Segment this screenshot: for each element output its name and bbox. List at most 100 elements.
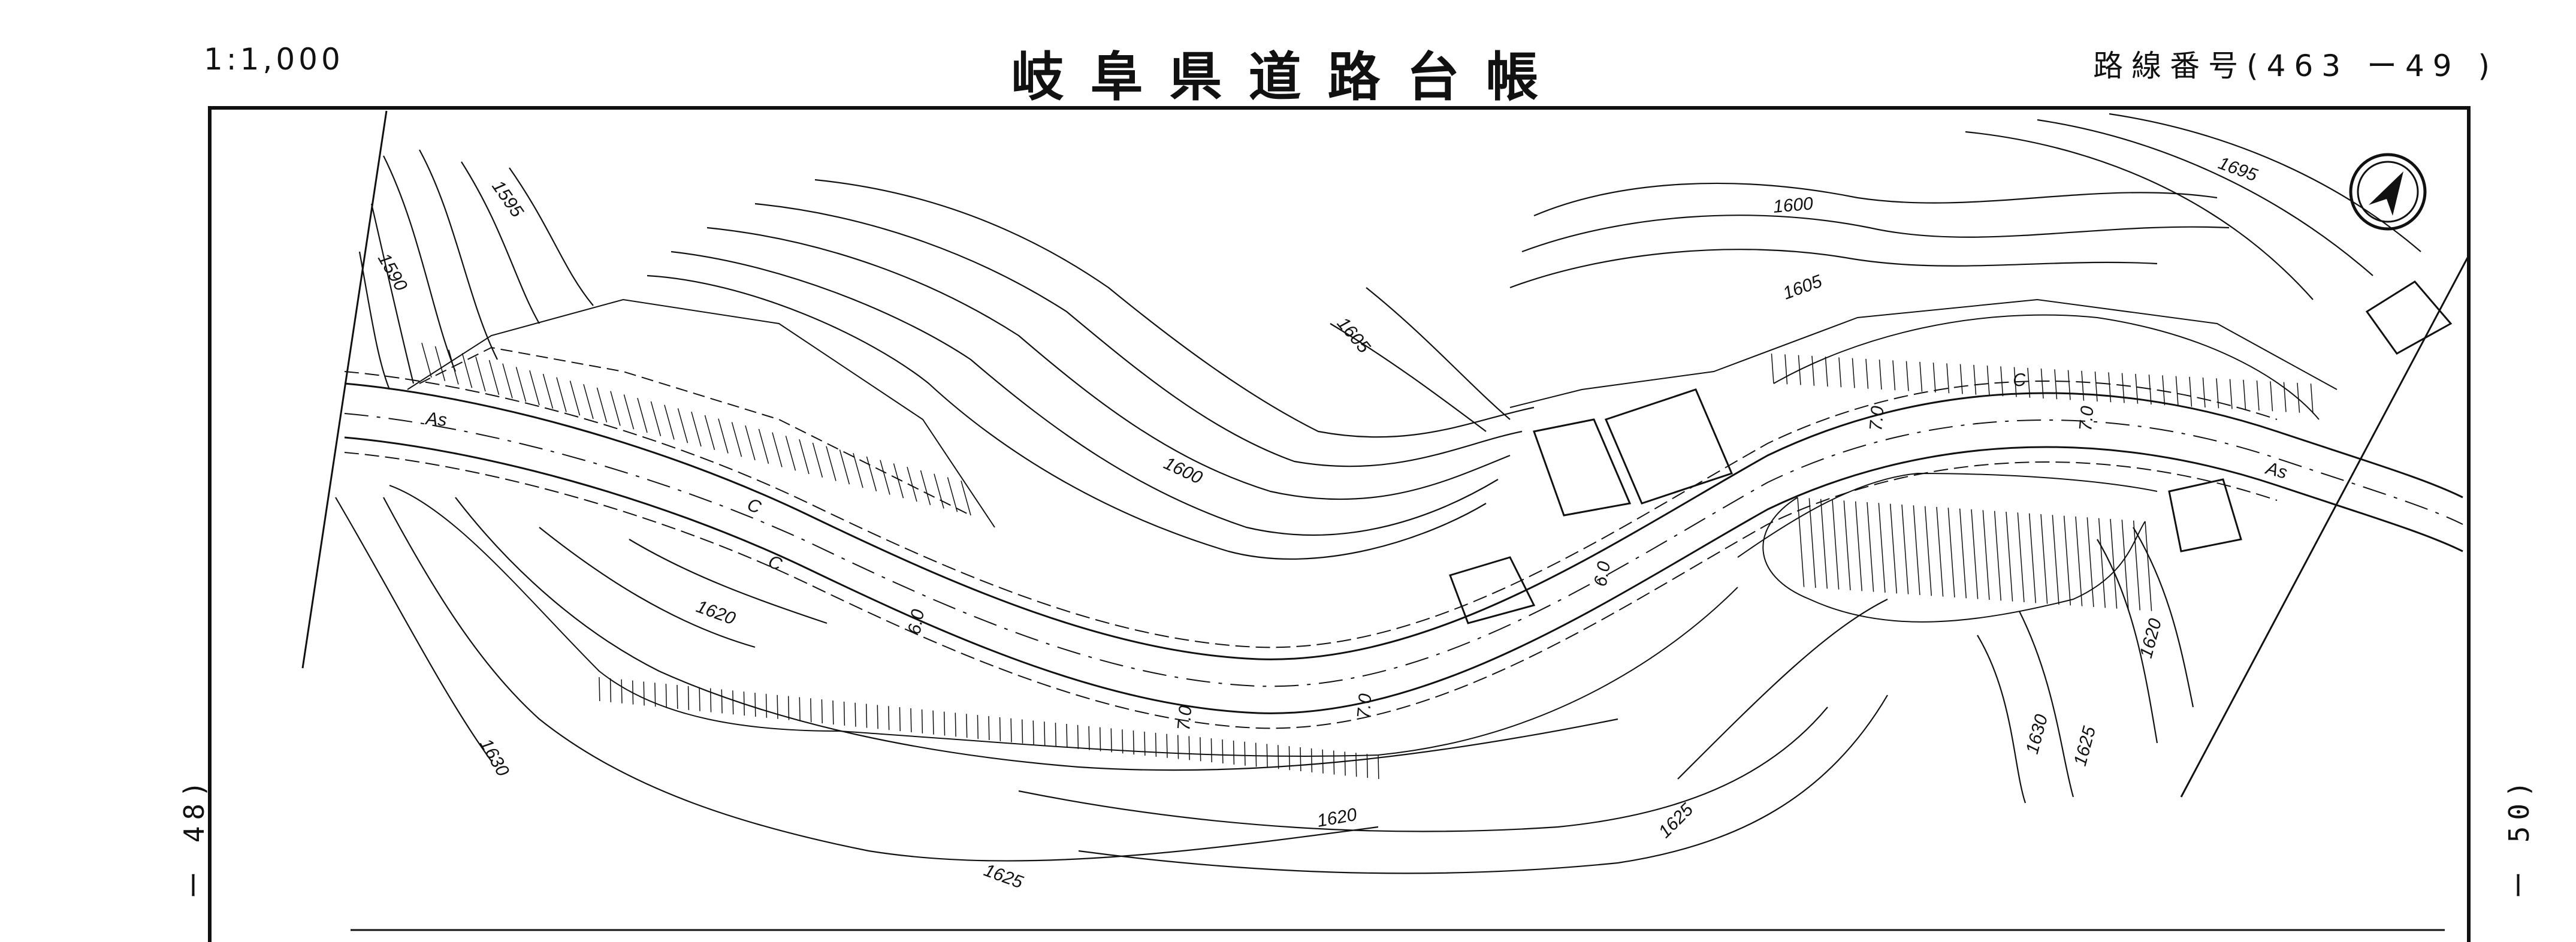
hatch-tick [1771,354,1774,384]
hatch-tick [502,363,513,398]
hatch-tick [2017,512,2025,603]
hatch-tick [2135,373,2139,404]
cut-slope-upper [407,298,2338,528]
hatch-tick [1919,361,1923,392]
hatch-tick [999,717,1001,741]
hatch-tick [2189,376,2193,407]
road-centerline [344,413,2463,687]
hatch-tick [2121,373,2125,403]
road-label: 7.0 [2076,405,2098,432]
hatch-tick [1959,508,1967,599]
contour-label: 1590 [374,250,411,295]
hatch-tick [961,480,971,516]
hatch-tick [488,360,500,395]
hatch-tick [1936,506,1944,597]
hatch-tick [1300,747,1301,772]
hatch-tick [1798,355,1801,385]
road-edges [344,382,2463,714]
contour-label: 1620 [694,597,738,629]
hatch-tick [421,342,432,378]
hatch-tick [745,425,756,461]
hatch-tick [1378,754,1379,780]
hatch-tick [1865,358,1869,389]
hatch-tick [1867,502,1874,592]
contour-label: 1620 [1315,805,1358,831]
map-scale: 1:1,000 [204,42,344,77]
hatch-tick [2243,379,2246,410]
hatch-tick [2297,382,2300,413]
hatch-tick [2028,513,2037,603]
hatch-tick [955,712,956,737]
hatch-tick [1044,721,1046,746]
hatch-tick [2162,375,2166,406]
hatch-tick [650,401,662,436]
contour-label: 1605 [1333,313,1374,357]
hatch-tick [1825,357,1828,387]
hatch-tick [2067,370,2071,400]
hatch-tick [1959,364,1963,394]
hatch-tick [853,452,863,488]
hatch-tick [1982,510,1990,600]
hatch-tick [1784,354,1788,385]
hatch-tick [1832,499,1840,590]
contour-label: 1695 [2216,153,2260,186]
hatch-tick [899,707,901,732]
hatch-tick [1110,728,1112,753]
contour-label: 1625 [1655,799,1698,842]
hatch-tick [1878,503,1886,593]
hatch-tick [1973,364,1977,395]
hatch-tick [718,418,729,454]
hatch-tick [2216,378,2219,409]
hatch-tick [1947,508,1955,598]
hatch-tick [947,477,958,512]
hatch-tick [583,384,594,419]
page-title: 岐阜県道路台帳 [1011,46,1565,108]
hatch-tick [1055,723,1057,747]
hatch-tick [654,683,656,707]
hatch-tick [475,356,486,392]
hatch-tick [943,711,946,736]
hatch-tick [777,695,778,719]
hatch-tick [515,367,527,402]
hatch-tick [880,460,890,495]
fill-slope-lower [389,472,2158,757]
left-match-line [301,110,388,669]
hatch-tick [2229,379,2233,409]
hatch-tick [2145,521,2152,611]
hatch-tick [1946,363,1950,394]
hatch-tick [529,370,540,406]
hatch-tick [1855,501,1863,591]
hatch-tick [1820,499,1828,589]
hatch-tick [2310,384,2314,414]
hatch-tick [2027,367,2031,398]
hatch-tick [1133,730,1135,755]
contour-label: 1625 [2070,724,2100,768]
hatch-tick [2121,520,2129,610]
hatch-tick [677,684,678,709]
road-label: 6.0 [904,608,928,636]
right-match-line [2180,257,2469,798]
hatch-tick [2270,381,2273,412]
hatch-tick [866,456,877,491]
contour-label: 1605 [1780,271,1825,304]
hatch-tick [2054,369,2058,400]
hatch-tick [1905,361,1909,391]
hatch-tick [1355,753,1357,777]
hatch-tick [2094,372,2098,402]
hatch-tick [785,436,796,471]
hatch-tick [1971,509,1979,599]
hatch-tick [2175,376,2179,406]
hatch-tick [812,442,823,478]
hatch-tick [704,415,715,450]
hatch-tick [1278,745,1279,769]
hatch-tick [1879,360,1882,390]
hatch-tick [2013,367,2017,397]
hatch-tick [677,408,688,443]
map-frame [208,106,2471,942]
road-label: 7.0 [1866,405,1888,432]
hatch-tick [1892,360,1896,391]
hatch-tick [2283,382,2287,412]
hatch-tick [2133,520,2141,611]
hatch-tick [621,679,623,704]
